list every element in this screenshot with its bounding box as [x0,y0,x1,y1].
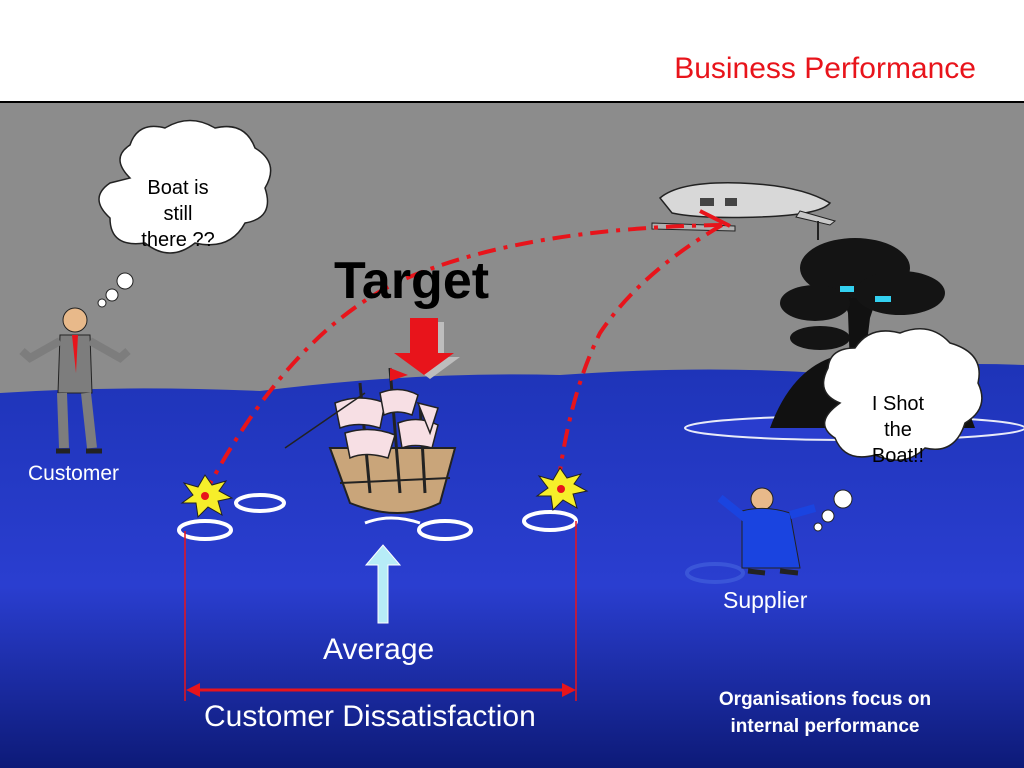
supplier-thought-line-3: Boat!! [871,445,925,467]
customer-label: Customer [28,462,120,485]
target-arrow [394,318,460,379]
dissatisfaction-span [184,521,577,701]
supplier-thought-text: I Shot the Boat!! [848,391,948,469]
shot-trajectories [203,223,724,494]
customer-thought-text: Boat is still there ?? [128,175,228,253]
supplier-thought-line-1: I Shot [871,393,925,415]
supplier-thought-bubble [813,328,983,532]
footnote-line-1: Organisations focus on [718,689,932,710]
customer-thought-bubble [97,119,272,308]
footnote: Organisations focus on internal performa… [690,686,960,740]
sea [0,364,1024,768]
scene-graphic [0,103,1024,768]
header-divider [0,101,1024,103]
illustration-scene: Target Boat is still there ?? I Shot the… [0,103,1024,768]
target-label: Target [334,252,490,310]
average-label: Average [323,633,435,666]
sailing-ship-icon [284,367,457,525]
footnote-line-2: internal performance [730,716,920,737]
water-ripples [177,493,745,584]
businessman-waving-icon [717,487,817,576]
customer-thought-line-2: still [163,203,193,225]
customer-dissatisfaction-label: Customer Dissatisfaction [204,700,536,733]
slide-header: Business Performance [0,0,1024,102]
customer-thought-line-1: Boat is [147,177,209,199]
customer-thought-line-3: there ?? [141,229,215,251]
businessman-shrugging-icon [19,307,131,454]
slide-title: Business Performance [674,52,976,85]
supplier-label: Supplier [723,587,808,613]
explosion-burst-icon [180,467,589,519]
average-arrow [364,544,402,624]
supplier-thought-line-2: the [884,419,912,441]
